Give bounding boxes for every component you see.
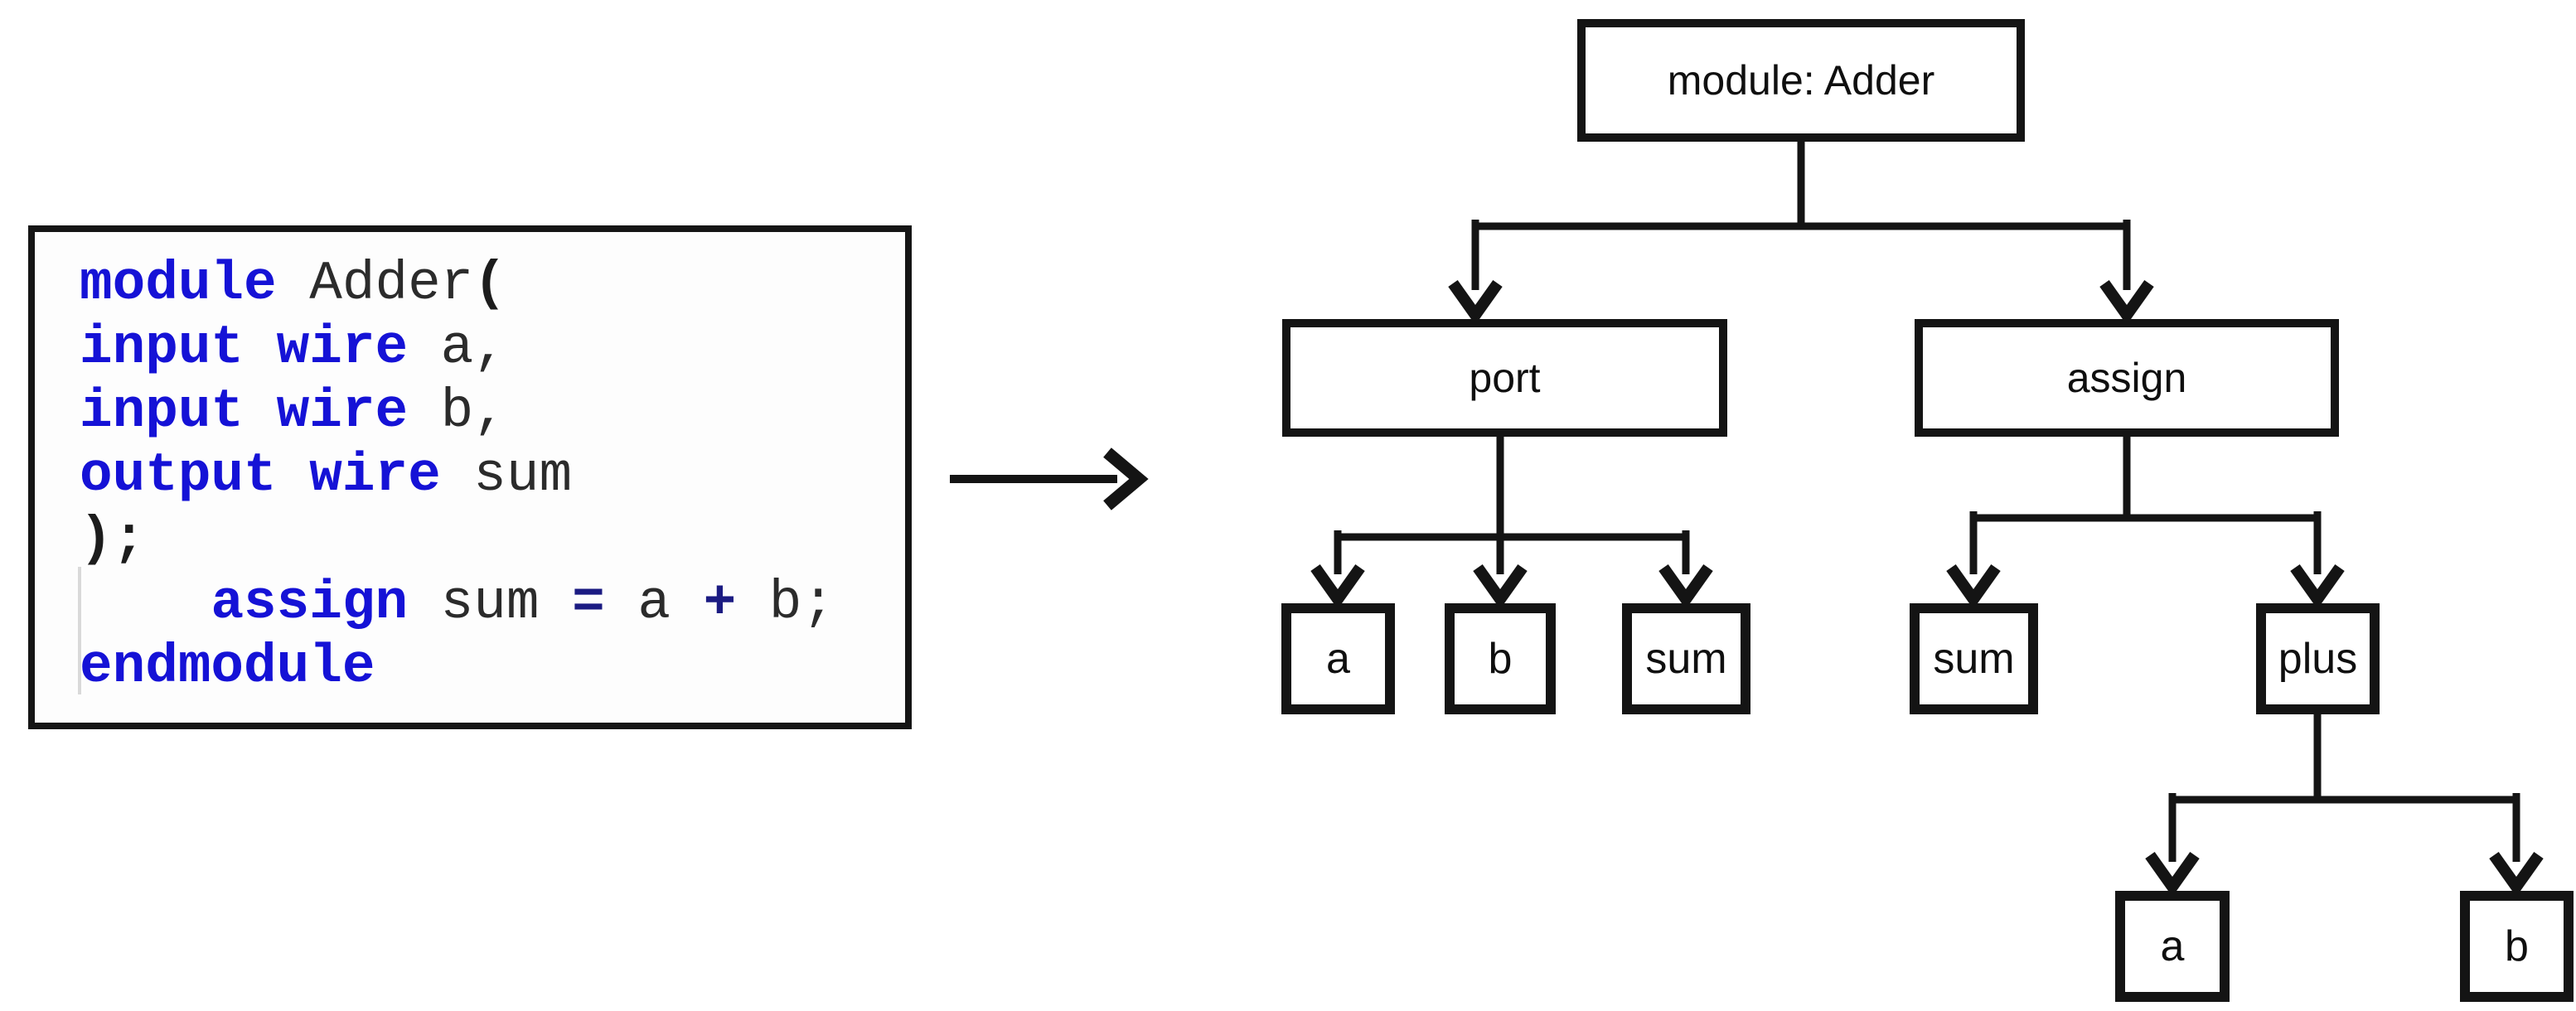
keyword-module: module [80,253,277,315]
identifier-sum: sum [440,444,573,506]
tree-node-port-sum: sum [1622,603,1750,714]
tree-node-port-b: b [1445,603,1556,714]
tree-node-assign-sum: sum [1910,603,2038,714]
tree-node-module: module: Adder [1577,19,2025,142]
arrow-down-icon-plus-a [2145,851,2200,897]
identifier-a: a [604,572,704,634]
tree-node-assign: assign [1915,319,2339,437]
code-line-endmodule: endmodule [80,635,835,699]
arrow-down-icon-port-a [1310,564,1365,610]
transform-arrow-right-icon [1103,447,1149,510]
tree-node-assign-plus: plus [2256,603,2380,714]
open-paren: ( [473,253,506,315]
identifier-a: a, [408,317,506,379]
code-line-output-sum: output wire sum [80,443,835,507]
arrow-down-icon-plus-b [2489,851,2544,897]
tree-node-port: port [1282,319,1727,437]
identifier-b: b, [408,380,506,443]
tree-node-plus-a: a [2115,891,2230,1002]
keyword-input-wire: input wire [80,380,409,443]
identifier-sum: sum [408,572,573,634]
equals-operator: = [572,572,605,634]
code-line-close-paren: ); [80,507,835,571]
identifier-adder: Adder [276,253,474,315]
arrow-down-icon-assign-plus [2290,564,2345,610]
identifier-b: b; [736,572,835,634]
code-line-module: module Adder( [80,252,835,316]
keyword-input-wire: input wire [80,317,409,379]
arrow-down-icon-assign [2099,279,2154,326]
close-paren-semicolon: ); [80,508,146,570]
indent-guide-line [78,567,81,694]
keyword-endmodule: endmodule [80,636,375,698]
code-line-input-a: input wire a, [80,316,835,380]
arrow-down-icon-assign-sum [1946,564,2001,610]
keyword-assign: assign [211,572,409,634]
keyword-output-wire: output wire [80,444,441,506]
plus-operator: + [703,572,737,634]
arrow-down-icon-port-b [1473,564,1528,610]
code-line-assign: assign sum = a + b; [80,571,835,635]
verilog-code-block: module Adder( input wire a, input wire b… [80,252,835,699]
code-line-input-b: input wire b, [80,380,835,443]
verilog-code-panel: module Adder( input wire a, input wire b… [28,225,912,729]
tree-node-plus-b: b [2460,891,2574,1002]
arrow-down-icon-port [1448,279,1503,326]
tree-node-port-a: a [1281,603,1395,714]
arrow-down-icon-port-sum [1658,564,1713,610]
